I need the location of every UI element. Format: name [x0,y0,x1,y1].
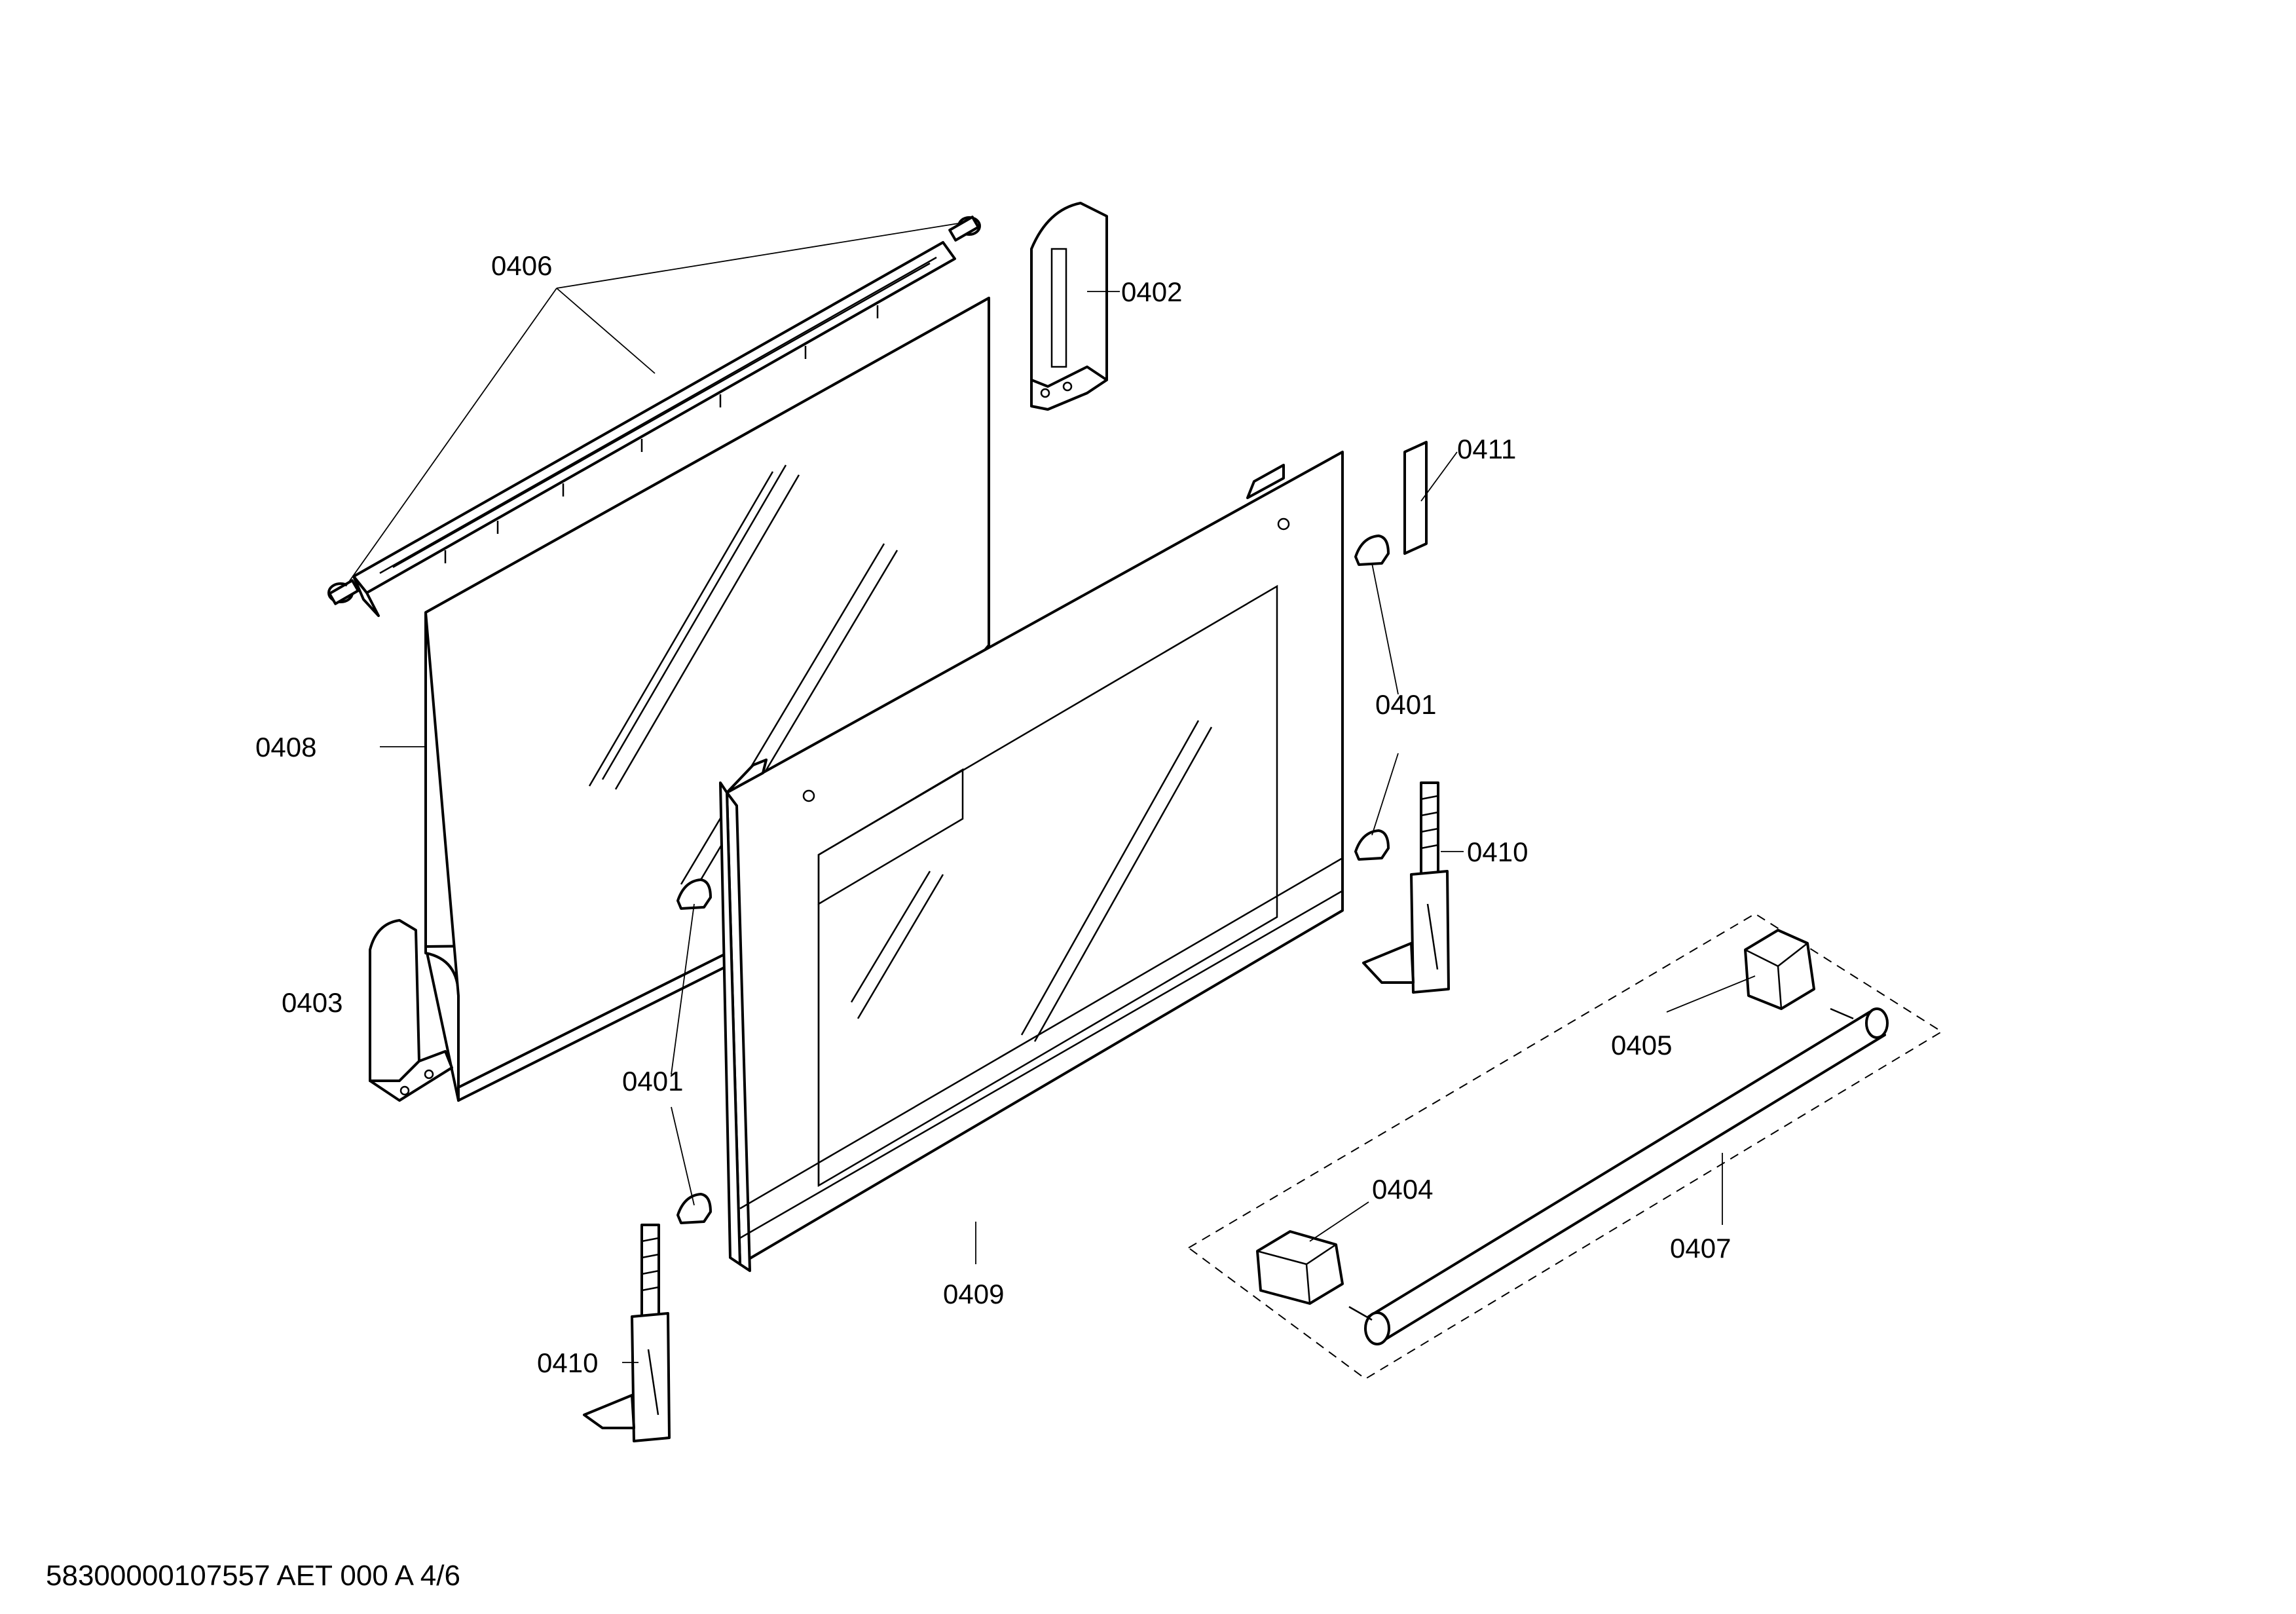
part-0406-top-rail [327,216,981,617]
label-0408: 0408 [255,732,316,762]
label-0404: 0404 [1372,1174,1433,1205]
part-handle-assembly [1187,912,1943,1380]
part-0401-bumper-left-lower [676,1193,712,1224]
leader-lines [345,222,1756,1363]
part-0409-outer-door [719,451,1344,1272]
label-0401-bottom: 0401 [622,1066,683,1097]
label-0406: 0406 [491,250,552,281]
label-0401-top: 0401 [1375,689,1436,720]
label-0405: 0405 [1611,1030,1672,1060]
label-0410-left: 0410 [537,1347,598,1378]
part-0408-inner-glass [424,297,990,1102]
part-0410-hinge-left [583,1224,671,1442]
part-0401-bumper-left-upper [676,878,712,910]
label-0409: 0409 [943,1279,1004,1309]
part-0401-bumper-mid-right [1354,829,1390,861]
part-0403-side-bracket [369,919,453,1102]
label-0411: 0411 [1457,434,1516,464]
label-0407: 0407 [1670,1233,1731,1264]
document-footer-code: 58300000107557 AET 000 A 4/6 [46,1560,460,1592]
label-0410-right: 0410 [1467,836,1528,867]
label-0403: 0403 [282,987,343,1018]
part-0411-gasket-strip [1403,441,1428,555]
part-0401-bumper-top-right [1354,535,1390,566]
part-0410-hinge-right [1362,781,1450,994]
part-0402-side-bracket [1030,202,1108,411]
label-0402: 0402 [1121,276,1182,307]
